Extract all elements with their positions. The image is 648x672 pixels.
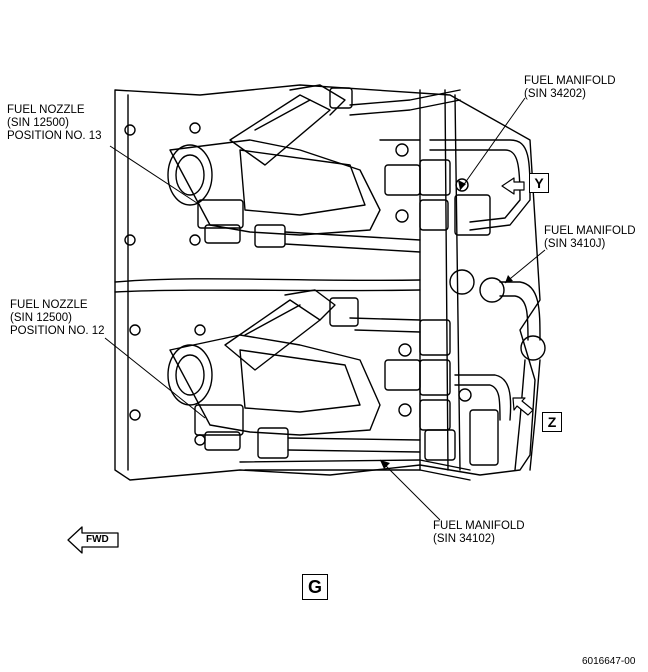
callout-text: FUEL MANIFOLD <box>433 520 525 532</box>
view-marker-y: Y <box>529 173 549 193</box>
callout-text: FUEL NOZZLE <box>7 104 85 116</box>
nozzle-13-stem <box>229 94 331 166</box>
manifold-3410j-fitting <box>449 269 475 295</box>
callout-text: FUEL MANIFOLD <box>524 75 616 87</box>
view-z-arrow <box>512 397 534 416</box>
callout-text: (SIN 12500) <box>10 312 73 324</box>
callout-text: (SIN 3410J) <box>544 238 606 250</box>
nozzle-12-body <box>169 334 381 436</box>
callout-manifold-3410j: FUEL MANIFOLD (SIN 3410J) <box>544 225 636 251</box>
callout-manifold-34102: FUEL MANIFOLD (SIN 34102) <box>433 520 525 546</box>
callout-text: POSITION NO. 13 <box>7 130 102 142</box>
engine-casing-outline <box>114 84 541 481</box>
view-label: G <box>302 574 328 600</box>
nozzle-13-port <box>167 144 213 206</box>
callout-text: (SIN 12500) <box>7 117 70 129</box>
callout-text: FUEL NOZZLE <box>10 299 88 311</box>
leader-nozzle-12 <box>104 337 206 419</box>
leader-manifold-34102 <box>379 459 441 521</box>
callout-text: (SIN 34202) <box>524 88 587 100</box>
nozzle-13-fitting <box>197 199 244 229</box>
callout-nozzle-13: FUEL NOZZLE (SIN 12500) POSITION NO. 13 <box>7 104 102 143</box>
leader-nozzle-13 <box>109 145 201 206</box>
view-marker-z: Z <box>542 412 562 432</box>
nozzle-12-port <box>167 344 213 406</box>
fwd-label: FWD <box>86 534 109 545</box>
nozzle-12-fitting <box>194 404 244 436</box>
fwd-arrow-icon <box>67 526 119 554</box>
figure-id: 6016647-00 <box>582 656 636 667</box>
callout-text: (SIN 34102) <box>433 533 496 545</box>
callout-manifold-34202: FUEL MANIFOLD (SIN 34202) <box>524 75 616 101</box>
view-y-arrow <box>501 177 525 195</box>
callout-text: FUEL MANIFOLD <box>544 225 636 237</box>
leader-manifold-3410j <box>504 249 546 284</box>
callout-nozzle-12: FUEL NOZZLE (SIN 12500) POSITION NO. 12 <box>10 299 105 338</box>
callout-text: POSITION NO. 12 <box>10 325 105 337</box>
leader-manifold-34202 <box>459 97 526 191</box>
